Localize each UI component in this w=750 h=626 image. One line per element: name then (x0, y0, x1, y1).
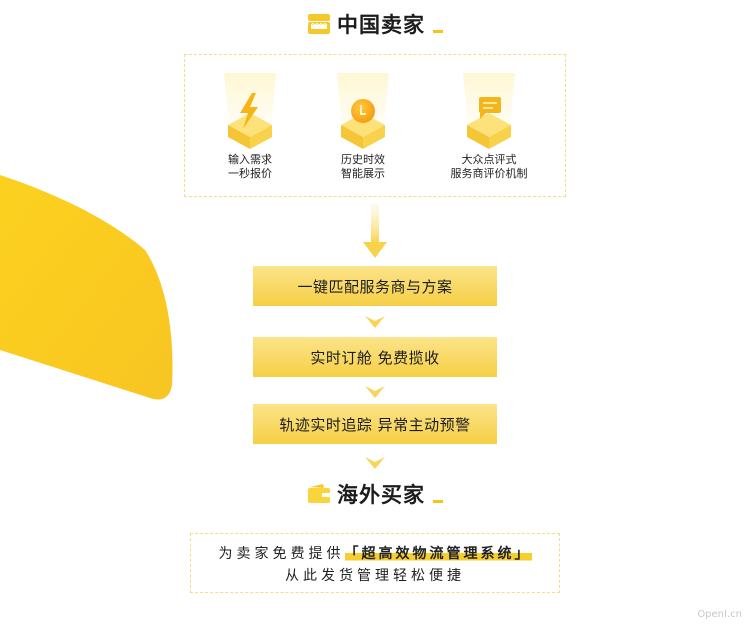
clock-icon (337, 73, 389, 149)
feature-label-line2: 一秒报价 (228, 167, 272, 180)
feature-label-line2: 服务商评价机制 (450, 167, 528, 180)
chevron-down-icon (365, 316, 385, 328)
storefront-icon (308, 14, 330, 34)
seller-title: 中国卖家 (337, 13, 425, 37)
buyer-heading: 海外买家 (0, 479, 750, 509)
feature-label-line1: 历史时效 (341, 153, 385, 166)
summary-highlight: 「超高效物流管理系统」 (344, 546, 532, 562)
chat-bubble-icon (463, 73, 515, 149)
summary-panel: 为卖家免费提供「超高效物流管理系统」 从此发货管理轻松便捷 (190, 533, 560, 593)
feature-label-line1: 输入需求 (228, 153, 272, 166)
feature-label-line2: 智能展示 (341, 167, 385, 180)
summary-prefix: 为卖家免费提供 (218, 546, 345, 562)
seller-features-panel: 输入需求 一秒报价 (184, 54, 566, 197)
feature-label-line1: 大众点评式 (461, 153, 517, 166)
step-label: 实时订舱 免费揽收 (310, 348, 440, 367)
buyer-title: 海外买家 (337, 483, 425, 507)
step-label: 轨迹实时追踪 异常主动预警 (279, 415, 471, 434)
lightning-icon (224, 73, 276, 149)
seller-heading: 中国卖家 (0, 9, 750, 39)
step-tracking-alert: 轨迹实时追踪 异常主动预警 (253, 404, 497, 444)
watermark: OpenI.cn (697, 609, 742, 620)
step-match-provider: 一键匹配服务商与方案 (253, 266, 497, 306)
step-booking-pickup: 实时订舱 免费揽收 (253, 337, 497, 377)
feature-instant-quote: 输入需求 一秒报价 (190, 73, 310, 181)
step-label: 一键匹配服务商与方案 (297, 277, 453, 296)
summary-line-2: 从此发货管理轻松便捷 (285, 568, 465, 584)
decorative-yellow-shape (0, 175, 173, 400)
down-arrow-icon (363, 204, 387, 258)
title-accent (433, 500, 443, 503)
summary-line-1: 为卖家免费提供「超高效物流管理系统」 (191, 543, 559, 565)
chevron-down-icon (365, 457, 385, 469)
title-accent (433, 30, 443, 33)
feature-provider-rating: 大众点评式 服务商评价机制 (429, 73, 549, 181)
wallet-icon (308, 484, 330, 503)
chevron-down-icon (365, 386, 385, 398)
feature-history-timing: 历史时效 智能展示 (303, 73, 423, 181)
